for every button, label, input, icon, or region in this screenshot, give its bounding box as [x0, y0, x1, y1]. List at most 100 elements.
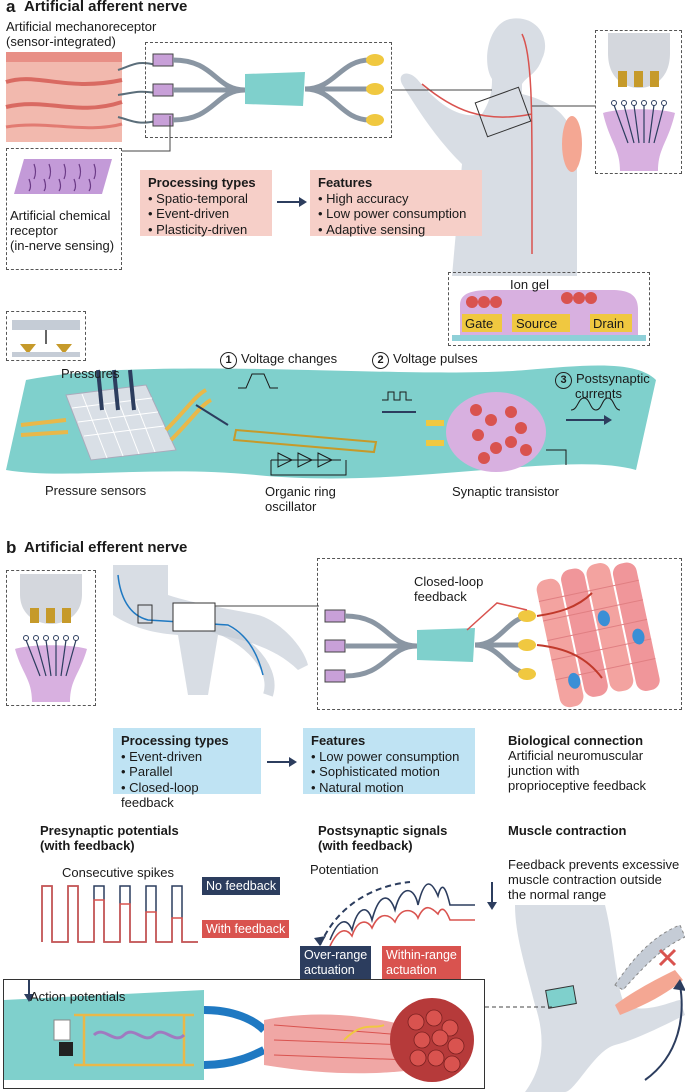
- afferent-connector-line: [392, 89, 596, 107]
- afferent-circuit: [152, 53, 384, 127]
- efferent-connector-line: [215, 605, 319, 607]
- mechanoreceptor-label-2: (sensor-integrated): [6, 34, 116, 49]
- processing-item: Plasticity-driven: [148, 222, 264, 238]
- postsynaptic-chart: [314, 881, 497, 947]
- seated-legs-figure: [113, 565, 308, 697]
- muscle-desc-line-2: muscle contraction outside: [508, 872, 662, 887]
- arm-contraction-illustration: [515, 905, 685, 1092]
- closed-loop-label-2: feedback: [414, 589, 467, 604]
- afferent-circuit-box: [145, 42, 392, 138]
- ion-gel-box: [448, 272, 650, 346]
- over-range-line-2: actuation: [304, 963, 355, 977]
- organic-ring-label-1: Organic ring: [265, 484, 336, 499]
- synapse-box-a: [595, 30, 682, 174]
- nerve-cables: [117, 61, 157, 124]
- panel-b-title: Artificial efferent nerve: [24, 539, 188, 556]
- chemical-receptor-label-3: (in-nerve sensing): [10, 238, 115, 253]
- features-heading-b: Features: [311, 733, 366, 748]
- consecutive-spikes-label: Consecutive spikes: [62, 865, 174, 880]
- step2-text: Voltage pulses: [393, 351, 478, 366]
- over-range-line-1: Over-range: [304, 948, 368, 962]
- skin-tissue-illustration: [5, 52, 123, 142]
- processing-item: Event-driven: [121, 749, 253, 765]
- processing-types-box-b: Processing types Event-driven Parallel C…: [113, 728, 261, 810]
- within-range-line-1: Within-range: [386, 948, 457, 962]
- ion-gel-label: Ion gel: [510, 277, 550, 292]
- step2-number: 2: [372, 352, 389, 369]
- action-potential-strip: [4, 980, 474, 1082]
- bio-connection-heading: Biological connection: [508, 733, 644, 748]
- panel-a-letter: a: [6, 0, 16, 16]
- within-range-line-2: actuation: [386, 963, 437, 977]
- processing-item: Event-driven: [148, 206, 264, 222]
- processing-item: Spatio-temporal: [148, 191, 264, 207]
- arrow-processing-to-features-a: [277, 197, 307, 207]
- bio-connection-line-3: proprioceptive feedback: [508, 778, 647, 793]
- spike-train-chart: [41, 885, 198, 943]
- presynaptic-title-2: (with feedback): [40, 838, 135, 853]
- postsynaptic-title-2: (with feedback): [318, 838, 413, 853]
- features-box-a: Features High accuracy Low power consump…: [310, 170, 482, 238]
- no-feedback-tag: No feedback: [202, 877, 281, 895]
- potentiation-label: Potentiation: [310, 862, 379, 877]
- bio-connection-line-1: Artificial neuromuscular: [508, 748, 644, 763]
- presynaptic-title-1: Presynaptic potentials: [40, 823, 179, 838]
- features-heading-a: Features: [318, 175, 373, 190]
- source-label: Source: [516, 316, 558, 331]
- pressure-sensors-label: Pressure sensors: [45, 483, 147, 498]
- synapse-illustration-b: [15, 574, 87, 702]
- processing-types-heading-b: Processing types: [121, 733, 229, 748]
- drain-label: Drain: [593, 316, 625, 331]
- pressures-label: Pressures: [61, 366, 120, 381]
- postsynaptic-title-1: Postsynaptic signals: [318, 823, 448, 838]
- transistor-cross-section: [452, 290, 646, 341]
- step3-text-2: currents: [575, 386, 622, 401]
- efferent-circuit-box: [317, 558, 682, 710]
- action-potentials-label: Action potentials: [30, 989, 126, 1004]
- synapse-box-b: [6, 570, 96, 706]
- gate-label: Gate: [465, 316, 494, 331]
- feature-item: Natural motion: [311, 780, 467, 796]
- bio-connection-line-2: junction with: [508, 763, 580, 778]
- chemical-receptor-illustration: [14, 159, 112, 194]
- features-box-b: Features Low power consumption Sophistic…: [303, 728, 475, 796]
- synaptic-transistor-label: Synaptic transistor: [452, 484, 559, 499]
- pressure-sensor-detail: [12, 320, 80, 357]
- step3-label: 3 Postsynaptic: [555, 371, 650, 389]
- panel-a-title: Artificial afferent nerve: [24, 0, 188, 15]
- chemical-receptor-box: [6, 148, 122, 270]
- step3-number: 3: [555, 372, 572, 389]
- processing-item: Parallel: [121, 764, 253, 780]
- chemical-receptor-link: [122, 116, 171, 152]
- chemical-receptor-label-2: receptor: [10, 223, 58, 238]
- closed-loop-label-1: Closed-loop: [414, 574, 484, 589]
- step2-label: 2 Voltage pulses: [372, 351, 478, 369]
- processing-item: Closed-loop feedback: [121, 780, 253, 811]
- muscle-contraction-title: Muscle contraction: [508, 823, 627, 838]
- with-feedback-tag: With feedback: [202, 920, 290, 938]
- efferent-strip-box: [3, 979, 485, 1089]
- panel-b-letter: b: [6, 538, 17, 557]
- strip-to-arm-connector: [485, 1006, 553, 1008]
- human-figure: [400, 18, 582, 276]
- feature-item: Adaptive sensing: [318, 222, 474, 238]
- chemical-receptor-label-1: Artificial chemical: [10, 208, 111, 223]
- step1-number: 1: [220, 352, 237, 369]
- muscle-desc-line-3: the normal range: [508, 887, 607, 902]
- feature-item: High accuracy: [318, 191, 474, 207]
- feature-item: Low power consumption: [318, 206, 474, 222]
- arrow-processing-to-features-b: [267, 757, 297, 767]
- synapse-illustration-a: [603, 33, 675, 171]
- pressure-sensor-detail-box: [6, 311, 86, 361]
- processing-types-box-a: Processing types Spatio-temporal Event-d…: [140, 170, 272, 238]
- feature-item: Low power consumption: [311, 749, 467, 765]
- mechanoreceptor-label-1: Artificial mechanoreceptor: [6, 19, 157, 34]
- feature-item: Sophisticated motion: [311, 764, 467, 780]
- step3-text-1: Postsynaptic: [576, 371, 650, 386]
- muscle-desc-line-1: Feedback prevents excessive: [508, 857, 680, 872]
- step1-text: Voltage changes: [241, 351, 338, 366]
- efferent-circuit: [324, 562, 660, 708]
- organic-ring-label-2: oscillator: [265, 499, 317, 514]
